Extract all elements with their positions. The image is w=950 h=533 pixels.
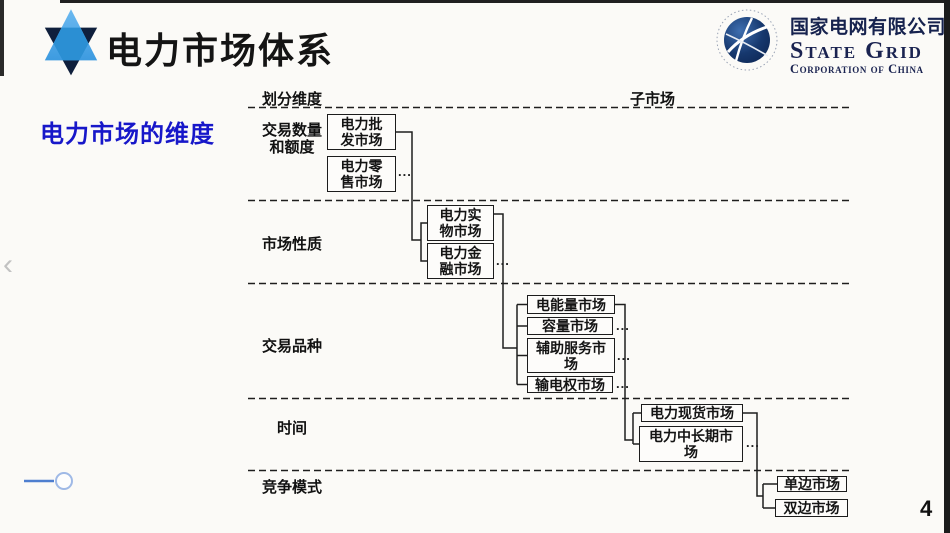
dimension-label-nature: 市场性质 — [262, 236, 323, 253]
company-name-cn: 国家电网有限公司 — [790, 17, 947, 38]
market-box-spot: 电力现货市场 — [641, 404, 743, 422]
viewer-top-edge — [60, 0, 944, 3]
column-header-dimension: 划分维度 — [262, 91, 323, 108]
market-box-energy: 电能量市场 — [527, 295, 615, 314]
market-box-mid-long-term: 电力中长期市 场 — [639, 426, 743, 462]
dimension-label-variety: 交易品种 — [262, 338, 323, 355]
dimension-label-quantity: 交易数量 和额度 — [261, 122, 322, 156]
state-grid-wordmark: 国家电网有限公司 State Grid Corporation of China — [790, 12, 950, 75]
slide-title: 电力市场体系 — [106, 30, 335, 71]
market-box-wholesale: 电力批 发市场 — [327, 114, 396, 150]
hexagram-star-icon — [44, 9, 98, 76]
page-number: 4 — [920, 496, 933, 521]
viewer-right-edge — [944, 0, 950, 533]
column-header-submarket: 子市场 — [630, 91, 676, 108]
back-chevron-icon[interactable]: ‹ — [3, 248, 13, 281]
company-name-en-sub: Corporation of China — [790, 62, 924, 76]
laser-pointer-widget[interactable] — [22, 470, 76, 492]
company-name-en: State Grid — [790, 38, 923, 64]
market-box-capacity: 容量市场 — [527, 317, 613, 335]
market-box-financial: 电力金 融市场 — [427, 243, 494, 279]
ellipsis: ... — [616, 376, 630, 391]
dimension-label-time: 时间 — [277, 420, 308, 437]
market-box-bilateral: 双边市场 — [775, 499, 848, 517]
ellipsis: ... — [746, 435, 760, 450]
viewer-left-edge — [0, 0, 4, 76]
market-box-ancillary: 辅助服务市 场 — [527, 338, 615, 373]
market-box-physical: 电力实 物市场 — [427, 205, 494, 241]
market-box-unilateral: 单边市场 — [777, 476, 847, 492]
slide-subtitle: 电力市场的维度 — [40, 121, 215, 148]
market-box-retail: 电力零 售市场 — [327, 156, 396, 192]
ellipsis: ... — [398, 164, 412, 179]
ellipsis: ... — [617, 348, 631, 363]
dimension-label-competition: 竞争模式 — [262, 479, 323, 496]
ellipsis: ... — [616, 318, 630, 333]
ellipsis: ... — [496, 253, 510, 268]
state-grid-logo — [716, 9, 778, 71]
market-box-transmission-rights: 输电权市场 — [527, 376, 613, 393]
